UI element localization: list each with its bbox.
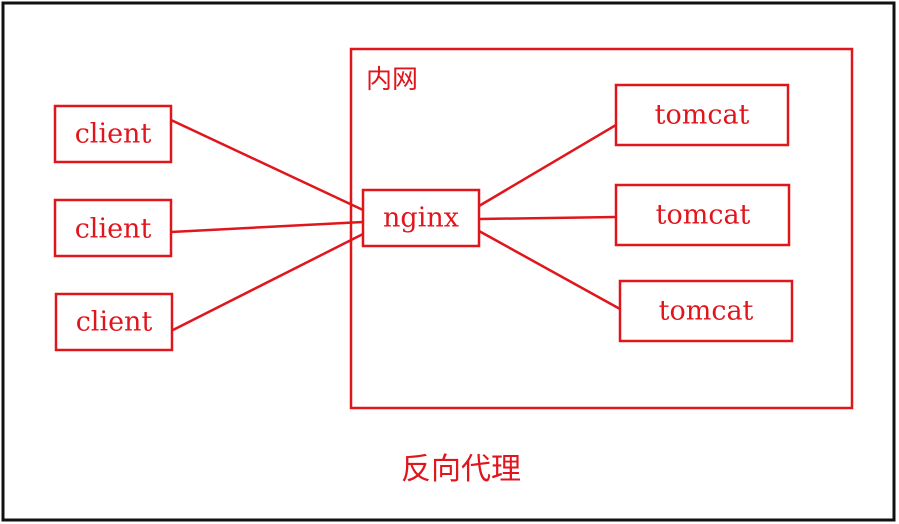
- tomcat-node: tomcat: [614, 83, 790, 147]
- client-label: client: [76, 307, 153, 338]
- nginx-node: nginx: [361, 188, 481, 248]
- client-node: client: [53, 198, 173, 258]
- tomcat-label: tomcat: [659, 296, 754, 327]
- tomcat-label: tomcat: [656, 200, 751, 231]
- tomcat-node: tomcat: [618, 279, 794, 343]
- intranet-label: 内网: [366, 65, 418, 95]
- tomcat-label: tomcat: [655, 100, 750, 131]
- link-nginx-tomcat-2: [478, 215, 617, 221]
- link-nginx-tomcat-3: [478, 229, 621, 311]
- link-client-3-nginx: [172, 232, 364, 332]
- tomcat-node: tomcat: [614, 183, 791, 247]
- intranet-region: [349, 47, 854, 410]
- diagram-caption: 反向代理: [401, 452, 521, 487]
- client-label: client: [75, 214, 152, 245]
- client-node: client: [54, 292, 174, 352]
- nginx-label: nginx: [383, 203, 459, 234]
- link-client-2-nginx: [170, 220, 364, 234]
- client-node: client: [53, 104, 173, 164]
- link-nginx-tomcat-1: [478, 123, 617, 208]
- link-client-1-nginx: [170, 118, 364, 212]
- client-label: client: [75, 119, 152, 150]
